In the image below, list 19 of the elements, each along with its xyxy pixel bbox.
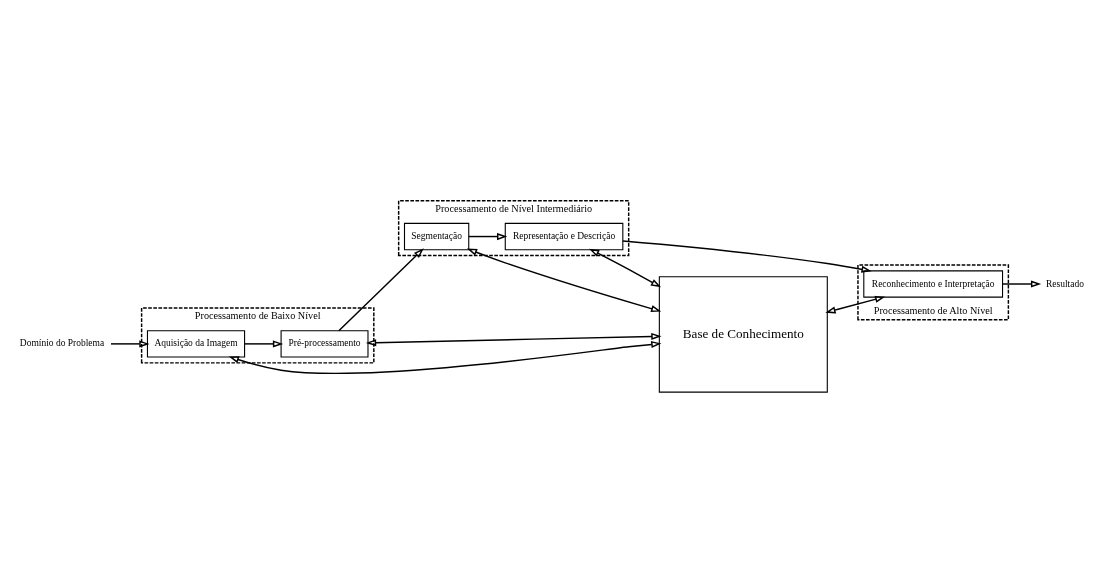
node-text: Domínio do Problema — [19, 338, 105, 349]
node-box: Pré-processamento — [280, 330, 369, 358]
arrow — [825, 295, 886, 314]
arrow — [338, 248, 424, 332]
arrow — [1001, 280, 1042, 288]
node-box: Base de Conhecimento — [658, 276, 828, 393]
arrow — [468, 232, 508, 241]
arrow — [365, 332, 662, 347]
arrow — [466, 248, 662, 313]
arrow — [589, 248, 662, 288]
node-box: Reconhecimento e Interpretação — [863, 270, 1004, 298]
arrow — [110, 340, 150, 348]
node-text: Resultado — [1046, 278, 1084, 289]
arrow — [228, 340, 662, 375]
node-box: Aquisição da Imagem — [146, 330, 246, 358]
arrow — [244, 340, 284, 348]
node-box: Representação e Descrição — [504, 222, 624, 251]
arrow — [622, 240, 872, 273]
node-box: Segmentação — [403, 222, 470, 251]
